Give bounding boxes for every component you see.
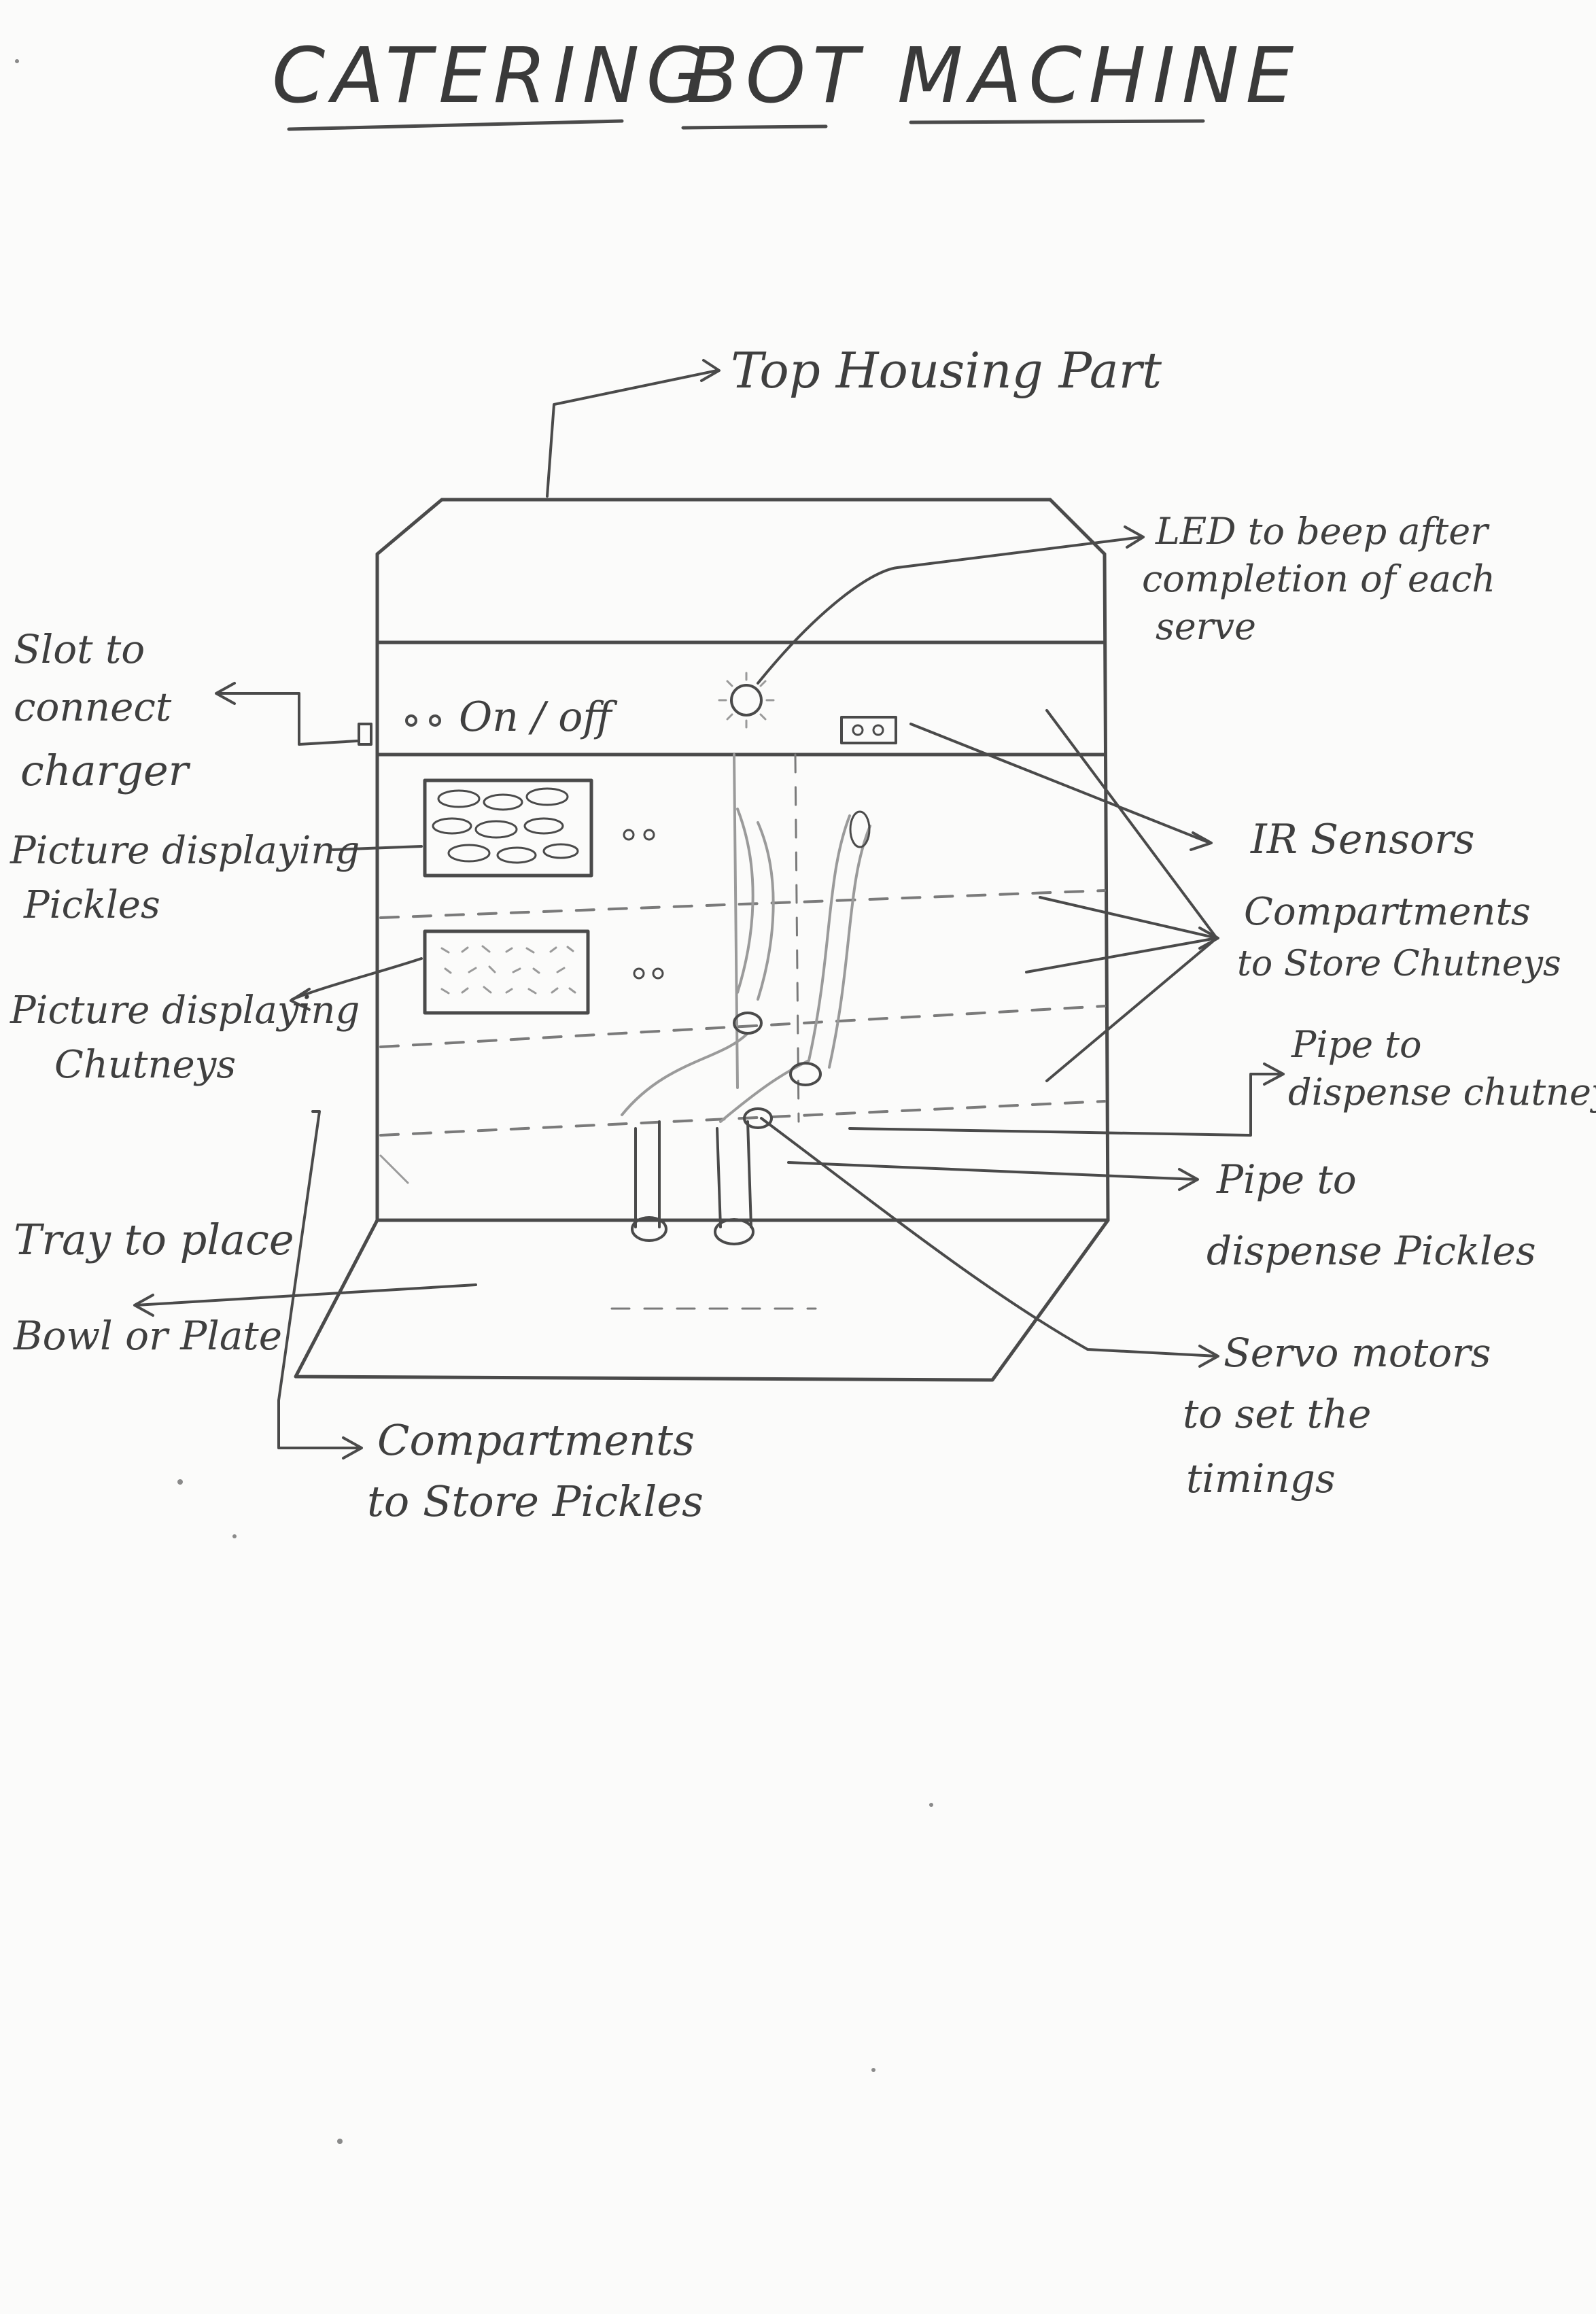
label-servo-motors-line-2: to set the: [1183, 1391, 1371, 1437]
pickles-dot-1: [624, 830, 634, 840]
servo-motor-2: [791, 1063, 820, 1085]
shelf-corner: [381, 1156, 408, 1183]
chutney-pipe-left: [738, 809, 753, 992]
label-ir-sensors: IR Sensors: [1250, 816, 1475, 863]
label-picture-pickles-line-2: Pickles: [23, 883, 160, 927]
label-picture-chutneys-line-1: Picture displaying: [10, 988, 360, 1033]
label-picture-pickles-line-1: Picture displaying: [10, 829, 360, 873]
title-word-catering: CATERING: [272, 32, 712, 120]
label-pipe-chutneys-line-1: Pipe to: [1291, 1023, 1422, 1066]
chutney-pipe-right: [809, 816, 850, 1060]
chutneys-dot-1: [634, 969, 644, 978]
label-led-line-3: serve: [1156, 605, 1256, 648]
label-servo-motors-line-3: timings: [1186, 1455, 1336, 1502]
title-underline-3: [911, 121, 1203, 122]
chutneys-picture: [425, 931, 663, 1013]
machine-body: [279, 500, 1108, 1400]
tray: [296, 1220, 1108, 1380]
arrow-charger: [218, 693, 357, 744]
arrow-ir-sensors: [911, 724, 1210, 843]
title-word-machine: MACHINE: [897, 32, 1300, 120]
pickles-picture: [425, 780, 654, 876]
arrow-chutney-compartments-4: [1047, 938, 1217, 1081]
label-charger-line-3: charger: [20, 746, 191, 795]
indicator-dot-2: [430, 716, 440, 725]
charger-slot-icon: [359, 724, 371, 744]
body-right-edge: [1105, 554, 1108, 1220]
label-servo-motors-line-1: Servo motors: [1224, 1330, 1491, 1376]
chutney-pipe-right-2: [829, 826, 870, 1067]
label-chutney-compartments-line-1: Compartments: [1244, 890, 1531, 934]
label-top-housing: Top Housing Part: [731, 342, 1162, 399]
arrow-top-housing-head: [701, 360, 719, 381]
arrow-chutney-compartments-3: [1026, 938, 1217, 972]
power-switch-label[interactable]: On / off: [459, 693, 618, 741]
chutneys-dot-2: [653, 969, 663, 978]
label-charger-line-1: Slot to: [14, 626, 145, 672]
label-pipe-pickles-line-1: Pipe to: [1216, 1156, 1357, 1203]
label-charger-line-2: connect: [14, 684, 172, 730]
arrow-pipe-pickles: [788, 1162, 1196, 1179]
control-panel: On / off: [359, 673, 896, 744]
arrow-pipe-chutneys: [850, 1074, 1281, 1135]
pipe-top-opening: [850, 812, 869, 847]
arrow-servo-motors: [761, 1118, 1217, 1356]
pickle-pipe-2-outlet: [715, 1220, 753, 1244]
label-picture-chutneys-line-2: Chutneys: [54, 1043, 236, 1087]
arrow-top-housing: [547, 370, 717, 496]
label-pipe-pickles-line-2: dispense Pickles: [1207, 1228, 1536, 1274]
arrow-tray: [136, 1285, 476, 1305]
pickle-pipe-1: [636, 1122, 659, 1227]
center-divider: [734, 755, 738, 1088]
pickle-pipe-2: [717, 1122, 751, 1227]
title: CATERING BOT MACHINE: [272, 32, 1300, 129]
top-housing-roof: [377, 500, 1105, 554]
label-tray-line-1: Tray to place: [14, 1215, 294, 1264]
annotation-labels: Top Housing Part LED to beep after compl…: [10, 342, 1596, 1526]
label-tray-line-2: Bowl or Plate: [13, 1313, 282, 1359]
title-underline-1: [289, 121, 622, 129]
title-word-bot: BOT: [687, 32, 865, 120]
title-underline-2: [683, 126, 826, 128]
pickle-pipe-bend-2: [721, 1060, 809, 1122]
pickles-dot-2: [644, 830, 654, 840]
servo-motors: [734, 1013, 820, 1128]
label-pickle-compartments-line-2: to Store Pickles: [367, 1477, 704, 1526]
label-led-line-2: completion of each: [1142, 557, 1495, 600]
label-pipe-chutneys-line-2: dispense chutneys: [1288, 1071, 1596, 1113]
shelf-1: [381, 891, 1105, 918]
arrow-led: [758, 537, 1142, 683]
led-icon: [719, 673, 774, 727]
indicator-dot-1: [406, 716, 416, 725]
callout-lines: [135, 360, 1283, 1458]
label-led-line-1: LED to beep after: [1155, 510, 1490, 553]
pickle-pipe-bend-1: [622, 1033, 748, 1115]
label-chutney-compartments-line-2: to Store Chutneys: [1237, 944, 1561, 984]
ir-sensor-icon: [842, 717, 896, 743]
chutney-pipe-left-2: [758, 823, 774, 999]
label-pickle-compartments-line-1: Compartments: [377, 1415, 695, 1465]
